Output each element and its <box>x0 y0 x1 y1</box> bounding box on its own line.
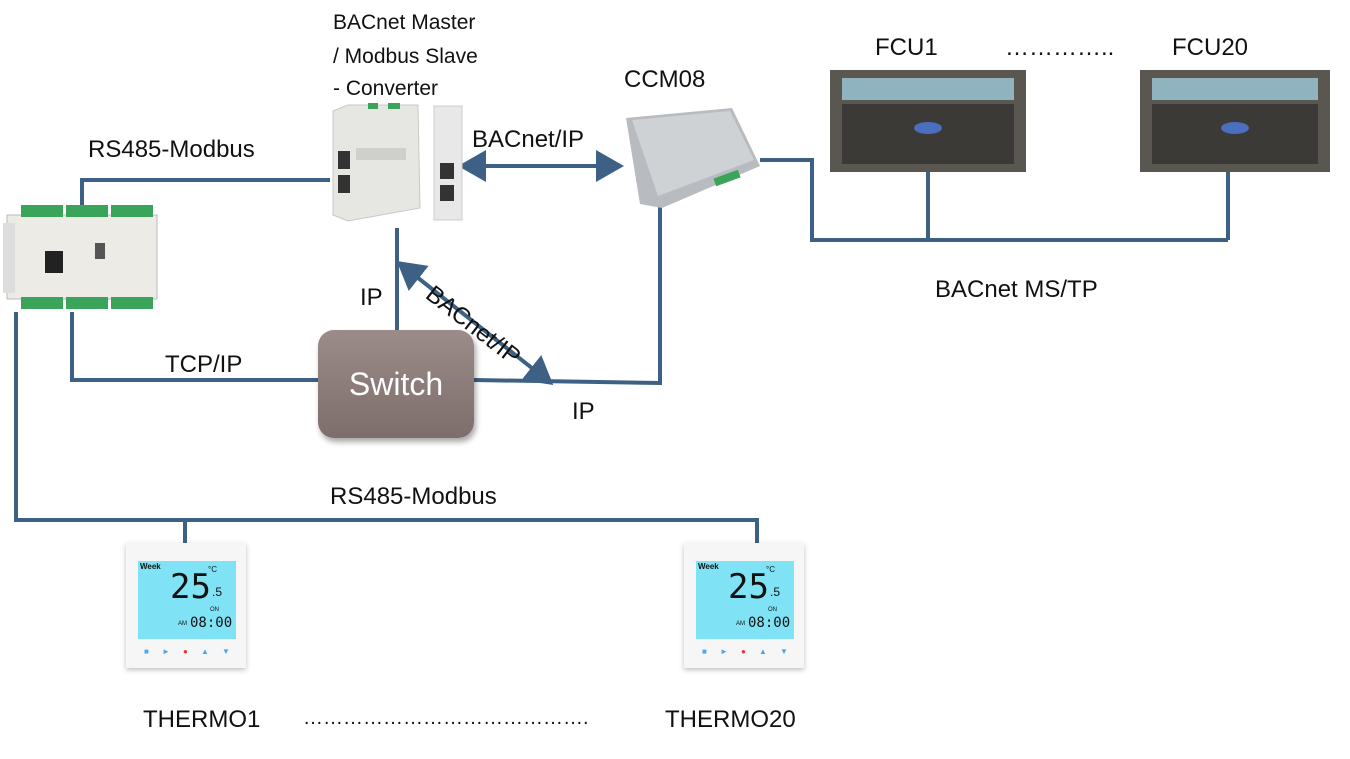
fcu20-device <box>1140 70 1330 172</box>
bacnet-ip-top-label: BACnet/IP <box>472 126 585 153</box>
fcu1-label: FCU1 <box>875 34 938 61</box>
converter-label-2: / Modbus Slave <box>333 45 478 68</box>
thermo-ellipsis: ……………………………………. <box>303 707 589 729</box>
controller-device <box>3 205 158 309</box>
tcp-ip-wire <box>70 312 318 382</box>
thermostat-lcd: Week 25 .5 °C ON AM 08:00 <box>696 561 794 639</box>
mstp-wire <box>760 158 1228 242</box>
bacnet-mstp-label: BACnet MS/TP <box>935 276 1098 303</box>
lcd-unit: °C <box>766 565 775 574</box>
tcp-ip-label: TCP/IP <box>165 351 243 378</box>
lcd-temp: 25 <box>728 567 769 607</box>
lcd-unit: °C <box>208 565 217 574</box>
converter-label-3: - Converter <box>333 77 439 100</box>
lcd-ampm: AM <box>178 621 187 627</box>
ip-right-label: IP <box>572 398 595 425</box>
bacnet-ip-diagonal-arrow <box>396 261 554 385</box>
thermostat-20: Week 25 .5 °C ON AM 08:00 ■►●▲▼ <box>684 543 804 668</box>
lcd-on: ON <box>210 607 219 613</box>
lcd-time: 08:00 <box>190 615 233 631</box>
converter-device <box>332 103 463 222</box>
switch-device: Switch <box>318 330 474 438</box>
switch-label: Switch <box>348 365 444 402</box>
switch-ccm-wire <box>473 205 662 386</box>
rs485-bottom-label: RS485-Modbus <box>330 483 497 510</box>
fcu20-label: FCU20 <box>1172 34 1249 61</box>
lcd-ampm: AM <box>736 621 745 627</box>
fcu1-device <box>830 70 1026 172</box>
lcd-decimal: .5 <box>212 585 223 599</box>
lcd-decimal: .5 <box>770 585 781 599</box>
ccm08-label: CCM08 <box>624 66 706 93</box>
lcd-on: ON <box>768 607 777 613</box>
lcd-temp: 25 <box>170 567 211 607</box>
thermo20-label: THERMO20 <box>665 706 796 733</box>
lcd-time: 08:00 <box>748 615 791 631</box>
thermostat-buttons: ■►●▲▼ <box>702 647 788 656</box>
thermostat-lcd: Week 25 .5 °C ON AM 08:00 <box>138 561 236 639</box>
fcu-ellipsis: ………….. <box>1005 34 1115 61</box>
ip-vertical-label: IP <box>360 284 383 311</box>
rs485-top-label: RS485-Modbus <box>88 136 255 163</box>
rs485-bottom-wire <box>14 312 759 545</box>
ccm08-device <box>626 108 760 208</box>
thermostat-1: Week 25 .5 °C ON AM 08:00 ■►●▲▼ <box>126 543 246 668</box>
lcd-mode: Week <box>698 562 719 571</box>
lcd-mode: Week <box>140 562 161 571</box>
converter-label-1: BACnet Master <box>333 11 476 34</box>
thermostat-buttons: ■►●▲▼ <box>144 647 230 656</box>
thermo1-label: THERMO1 <box>143 706 261 733</box>
